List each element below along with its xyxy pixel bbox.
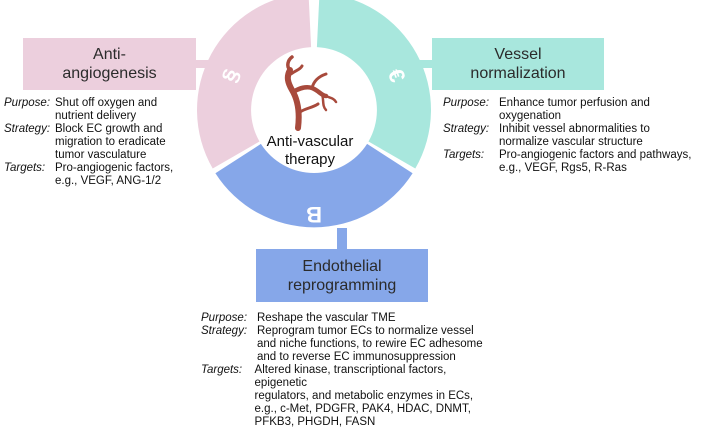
ring-segment-endothelial-reprogramming [215,143,413,228]
vessel-box-line2: normalization [470,65,566,82]
anti-angiogenesis-box: Anti- angiogenesis [23,38,196,90]
ring-segment-vessel-normalization [316,0,431,169]
anti-box-line2: angiogenesis [62,65,157,82]
targets-text: Pro-angiogenic factors and pathways, e.g… [499,149,692,174]
strategy-text: Block EC growth and migration to eradica… [55,123,166,161]
strategy-label: Strategy: [443,123,490,135]
strategy-label: Strategy: [4,123,51,135]
endo-segment-glyph: B [306,202,322,227]
targets-label: Targets: [201,364,243,376]
vessel-normalization-description: Purpose: Enhance tumor perfusion and oxy… [443,97,705,175]
endo-box-line2: reprogramming [287,276,397,294]
ring-segment-anti-angiogenesis [197,0,312,169]
purpose-row: Purpose: Shut off oxygen and nutrient de… [4,97,204,123]
targets-label: Targets: [443,149,485,161]
anti-angiogenesis-description: Purpose: Shut off oxygen and nutrient de… [4,97,204,188]
strategy-text: Reprogram tumor ECs to normalize vessel … [257,325,483,363]
strategy-row: Strategy: Block EC growth and migration … [4,123,204,162]
endothelial-reprogramming-description: Purpose: Reshape the vascular TME Strate… [201,312,491,429]
center-title-line1: Anti-vascular [266,133,354,150]
endothelial-reprogramming-box: Endothelial reprogramming [256,249,428,302]
targets-label: Targets: [4,162,46,174]
connector-anti [190,60,220,68]
center-title-line2: therapy [284,151,336,168]
purpose-label: Purpose: [4,97,51,109]
targets-text: Pro-angiogenic factors, e.g., VEGF, ANG-… [55,162,174,187]
purpose-text: Shut off oxygen and nutrient delivery [55,97,158,122]
purpose-row: Purpose: Enhance tumor perfusion and oxy… [443,97,705,123]
center-title: Anti-vascular therapy [240,133,380,169]
strategy-label: Strategy: [201,325,248,337]
strategy-row: Strategy: Reprogram tumor ECs to normali… [201,325,491,364]
purpose-label: Purpose: [443,97,490,109]
purpose-text: Enhance tumor perfusion and oxygenation [499,97,650,122]
targets-row: Targets: Pro-angiogenic factors, e.g., V… [4,162,204,188]
connector-endo [337,228,347,252]
targets-row: Targets: Pro-angiogenic factors and path… [443,149,705,175]
vessel-box-line1: Vessel [494,46,542,63]
purpose-row: Purpose: Reshape the vascular TME [201,312,491,325]
strategy-text: Inhibit vessel abnormalities to normaliz… [499,123,650,148]
purpose-text: Reshape the vascular TME [257,312,396,324]
targets-text: Altered kinase, transcriptional factors,… [254,364,474,428]
targets-row: Targets: Altered kinase, transcriptional… [201,364,491,429]
purpose-label: Purpose: [201,312,248,324]
endo-box-line1: Endothelial [302,257,382,275]
anti-box-line1: Anti- [93,46,126,63]
blood-vessel-icon [284,55,338,131]
vessel-normalization-box: Vessel normalization [432,38,604,90]
strategy-row: Strategy: Inhibit vessel abnormalities t… [443,123,705,149]
